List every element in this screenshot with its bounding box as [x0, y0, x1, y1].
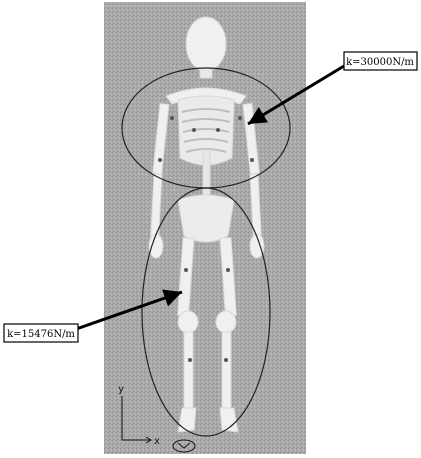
lower-stiffness-label: k=15476N/m: [7, 329, 75, 340]
y-axis-label: y: [118, 384, 124, 395]
upper-stiffness-callout: k=30000N/m: [344, 52, 417, 70]
upper-stiffness-label: k=30000N/m: [346, 57, 414, 68]
x-axis-label: x: [154, 436, 160, 447]
lower-stiffness-callout: k=15476N/m: [4, 324, 78, 342]
